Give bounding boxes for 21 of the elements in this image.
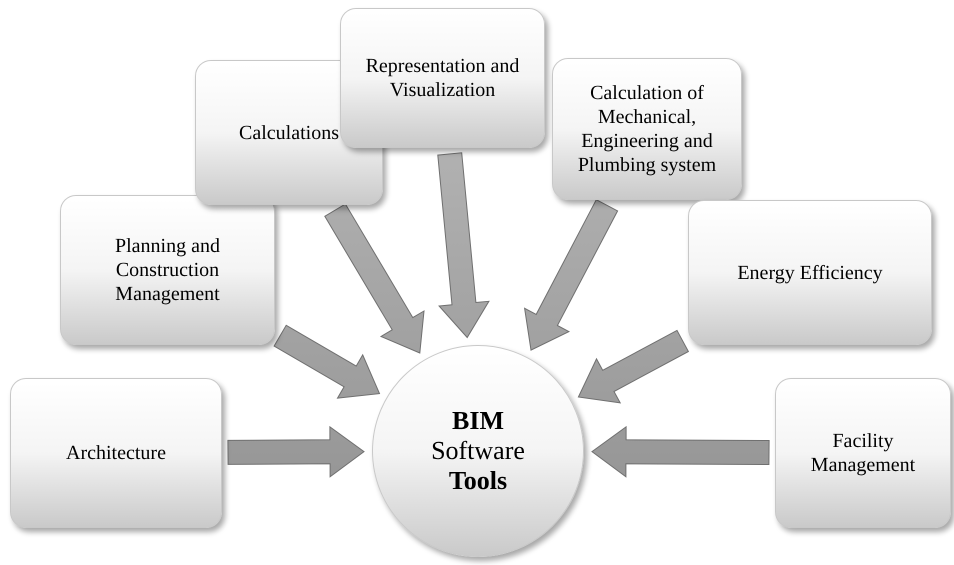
topic-label: Planning and Construction Management bbox=[114, 234, 221, 306]
block-arrow bbox=[324, 203, 425, 354]
topic-label: Architecture bbox=[66, 441, 166, 465]
topic-label: Facility Management bbox=[810, 429, 916, 477]
topic-box bbox=[10, 378, 222, 528]
block-arrow bbox=[227, 426, 365, 478]
topic-label: Calculation of Mechanical, Engineering and Plumbing system bbox=[576, 81, 718, 177]
block-arrow bbox=[591, 426, 770, 478]
topic-box bbox=[688, 200, 932, 345]
topic-box bbox=[60, 195, 275, 345]
topic-box bbox=[340, 8, 545, 148]
block-arrow bbox=[578, 330, 690, 404]
block-arrow bbox=[437, 152, 490, 338]
center-title: BIM Software Tools bbox=[430, 406, 526, 496]
topic-box bbox=[775, 378, 951, 528]
topic-label: Energy Efficiency bbox=[737, 260, 883, 284]
topic-label: Calculations bbox=[239, 120, 339, 144]
topic-label: Representation and Visualization bbox=[364, 54, 520, 102]
block-arrow bbox=[273, 324, 380, 399]
topic-box bbox=[552, 58, 742, 200]
block-arrow bbox=[524, 199, 618, 351]
